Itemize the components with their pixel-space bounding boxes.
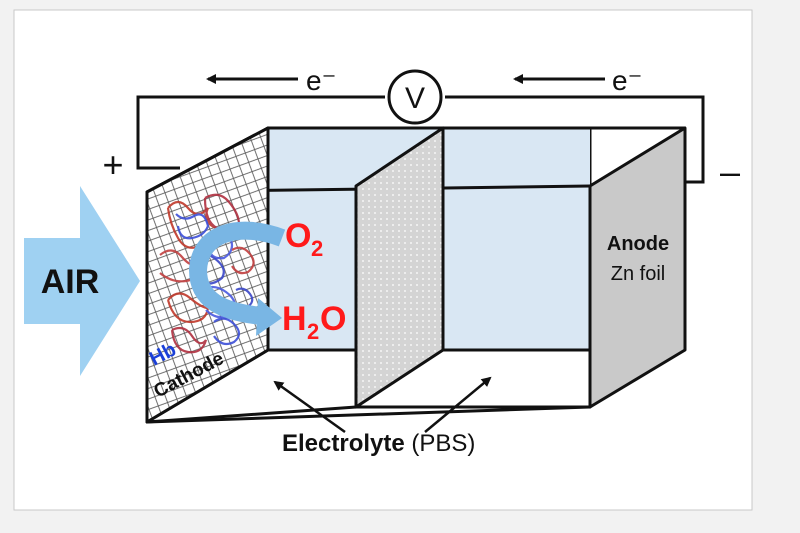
electrolyte-label: Electrolyte (PBS) xyxy=(282,430,475,457)
negative-terminal-sign: – xyxy=(720,151,740,192)
o2-subscript: 2 xyxy=(311,236,323,261)
h2o-label: H 2 O xyxy=(282,300,346,344)
separator-membrane xyxy=(354,126,445,409)
pbs-text: (PBS) xyxy=(405,430,476,457)
electrolyte-text: Electrolyte xyxy=(282,430,405,457)
anode-label: Anode xyxy=(607,233,669,255)
h2o-h-text: H xyxy=(282,300,307,338)
air-arrow xyxy=(24,186,140,376)
electrolyte-pointer-arrows xyxy=(273,376,492,434)
voltmeter-icon xyxy=(387,69,443,125)
zn-foil-label: Zn foil xyxy=(611,263,665,285)
anode-plate xyxy=(588,126,687,409)
h2o-o-text: O xyxy=(320,300,346,338)
o2-label: O 2 xyxy=(285,217,323,261)
oxygen-reduction-arrow xyxy=(188,221,286,336)
voltmeter-label: V xyxy=(405,82,425,115)
electrolyte-arrow-right xyxy=(424,376,492,433)
o2-main-text: O xyxy=(285,217,311,255)
electron-label-left: e⁻ xyxy=(306,65,336,96)
hemoglobin-protein-icon xyxy=(159,193,255,354)
electron-label-right: e⁻ xyxy=(612,65,642,96)
positive-terminal-sign: + xyxy=(102,144,123,185)
h2o-subscript: 2 xyxy=(307,319,319,344)
electrolyte-arrow-left xyxy=(273,380,346,434)
air-label: AIR xyxy=(41,263,100,301)
